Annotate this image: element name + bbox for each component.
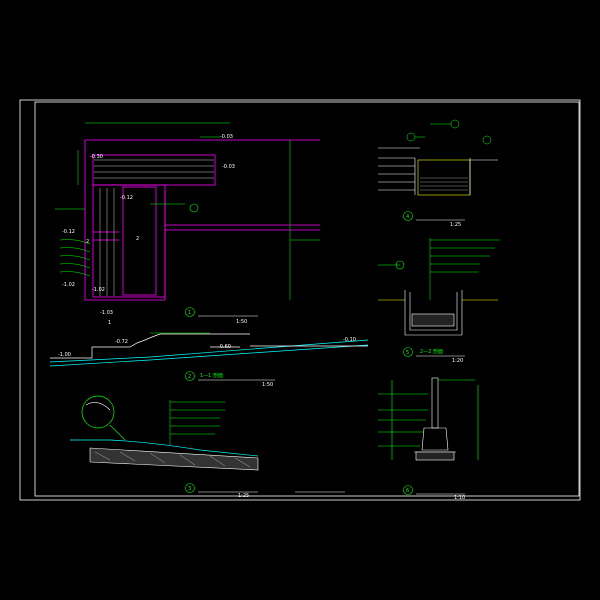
view-2-title: 1—1 剖面 <box>200 372 223 379</box>
elevation-view: 4 1:25 <box>378 119 498 228</box>
view-2-bubble <box>185 371 195 381</box>
gravel-hatch <box>94 451 251 468</box>
section-2-view: 5 2—2 剖面 1:20 <box>378 238 500 364</box>
plan-elev-5: -1.02 <box>62 282 75 288</box>
view-5-bubble <box>403 347 413 357</box>
plan-callout-bubble <box>189 203 199 213</box>
post-detail-leaders <box>378 379 475 447</box>
plan-elev-4: -0.12 <box>62 229 75 235</box>
plan-elev-3: -0.03 <box>222 164 235 170</box>
view-6-scale: 1:10 <box>454 495 465 501</box>
view-3-bubble <box>185 483 195 493</box>
plan-elev-6: -1.02 <box>92 287 105 293</box>
gravel-base <box>89 447 259 471</box>
drawing-frame <box>19 99 581 501</box>
view-5-scale: 1:20 <box>452 358 463 364</box>
plan-elev-1: -0.30 <box>90 154 103 160</box>
detail-3-leaders <box>169 400 225 445</box>
section-2-leaders <box>378 238 500 300</box>
view-4-number: 4 <box>406 214 409 220</box>
plan-elev-7: -0.12 <box>120 195 133 201</box>
plan-green-lines <box>55 122 320 300</box>
view-1-bubble <box>185 307 195 317</box>
plan-letter-1: 2 <box>86 239 89 245</box>
section-1-lines <box>49 332 369 367</box>
section-1-elev-2: -0.72 <box>115 339 128 345</box>
view-1-scale: 1:50 <box>236 319 247 325</box>
view-1-number: 1 <box>188 310 191 316</box>
view-3-number: 3 <box>188 486 191 492</box>
section-1-elev-4: -0.10 <box>343 337 356 343</box>
plan-letter-2: 2 <box>136 236 139 242</box>
post-detail-view: 6 1:10 <box>378 377 479 501</box>
view-3-scale: 1:25 <box>238 493 249 499</box>
post-detail-lines <box>391 377 479 461</box>
plan-elev-2: -0.03 <box>220 134 233 140</box>
section-1-elev-3: -0.60 <box>218 344 231 350</box>
plan-letter-3: 1 <box>108 320 111 326</box>
elevation-lines <box>378 147 498 196</box>
detail-magnifier-circle <box>81 395 115 429</box>
section-1-elev-1: -1.00 <box>58 352 71 358</box>
view-2-number: 2 <box>188 374 191 380</box>
plan-view: 1 1:50 -0.30 -0.03 -0.03 -0.12 -1.02 -1.… <box>55 122 320 326</box>
section-1-view: -1.00 -0.72 -0.60 -0.10 2 1—1 剖面 1:50 <box>49 332 369 388</box>
view-2-scale: 1:50 <box>262 382 273 388</box>
view-4-scale: 1:25 <box>450 222 461 228</box>
plan-outline <box>84 139 320 301</box>
plan-hatch <box>94 159 214 296</box>
view-4-bubble <box>403 211 413 221</box>
edge-detail-view: 3 1:25 <box>70 395 259 499</box>
elevation-callouts <box>406 119 492 145</box>
view-5-number: 5 <box>406 350 409 356</box>
view-5-title: 2—2 剖面 <box>420 348 443 355</box>
elevation-hatch <box>420 177 468 191</box>
section-2-lines <box>378 290 498 336</box>
view-6-number: 6 <box>406 488 409 494</box>
view-6-bubble <box>403 485 413 495</box>
plan-elev-8: -1.03 <box>100 310 113 316</box>
